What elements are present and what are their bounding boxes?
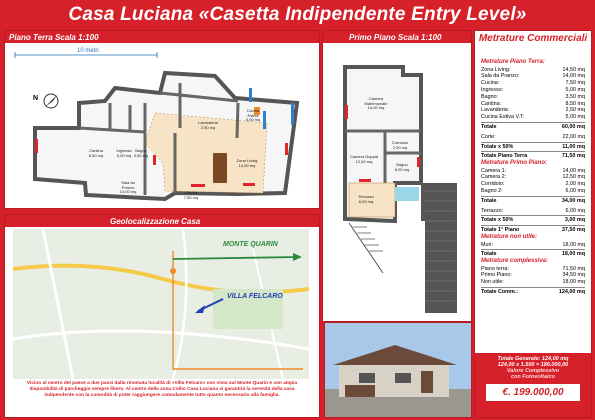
divider — [481, 249, 585, 251]
primo-piano-plan — [343, 65, 457, 313]
summary-line-4: con Fotovoltaico — [511, 374, 555, 380]
geo-description: Vicino al centro del paese a due passi d… — [26, 381, 298, 398]
section-title-muri: Metrature non utile: — [481, 234, 538, 240]
primo-piano-header: Primo Piano Scala 1:100 — [349, 33, 442, 42]
totale-comm: Totale Comm.:124,00 mq — [481, 289, 585, 295]
metrature-row: Cucina:7,50 mq — [481, 80, 585, 87]
divider — [481, 287, 585, 288]
metrature-row: Ingresso:5,00 mq — [481, 86, 585, 93]
totale-50-pp: Totale x 50%3,00 mq — [481, 217, 585, 224]
metrature-panel: Metrature Commerciali Metrature Piano Te… — [474, 30, 592, 418]
metrature-row: Cantina:8,50 mq — [481, 100, 585, 107]
price: €. 199.000,00 — [486, 384, 580, 401]
metrature-row: Non utile:18,00 mq — [481, 279, 585, 286]
metrature-row: Piano terra:71,50 mq — [481, 265, 585, 272]
metrature-row: Camera 2:12,50 mq — [481, 174, 585, 181]
summary-box: Totale Generale: 124,00 mq 124,00 x 1.50… — [475, 353, 591, 417]
totale-50-pt: Totale x 50%11,00 mq — [481, 143, 585, 150]
summary-line-3: Valore Complessivo — [506, 368, 560, 374]
geo-header: Geolocalizzazione Casa — [110, 217, 201, 226]
summary-line-1: Totale Generale: 124,00 mq — [497, 356, 569, 362]
section-title-complessiva: Metrature complessiva: — [481, 258, 549, 265]
metrature-row: Primo Piano:34,50 mq — [481, 272, 585, 279]
divider — [481, 215, 585, 217]
north-label: N — [33, 95, 39, 102]
section-title-pt: Metrature Piano Terra: — [481, 59, 545, 65]
house-photo — [324, 322, 472, 418]
metrature-row: Sala da Pranzo:14,00 mq — [481, 73, 585, 80]
metrature-header: Metrature Commerciali — [478, 33, 588, 44]
piano-terra-panel: Piano Terra Scala 1:100 — [4, 30, 320, 209]
primo-piano-panel: Primo Piano Scala 1:100 Camera Matrimoni… — [322, 30, 472, 322]
metrature-row: Lavanderia:2,50 mq — [481, 107, 585, 114]
geo-map: MONTE QUARIN VILLA FELCARO — [13, 229, 309, 379]
divider — [481, 225, 585, 227]
section-title-pp: Metrature Primo Piano: — [481, 160, 548, 167]
metrature-row: Bagno 2:6,00 mq — [481, 188, 585, 194]
scale-label: 10 metri — [77, 48, 99, 54]
page-title: Casa Luciana «Casetta Indipendente Entry… — [68, 4, 527, 25]
metrature-row: Zona Living:14,50 mq — [481, 66, 585, 73]
metrature-row: Cucina Estiva V.T:5,00 mq — [481, 114, 585, 121]
terrazzo: Terrazzo:6,00 mq — [481, 207, 585, 214]
metrature-row: Camera 1:14,00 mq — [481, 167, 585, 174]
divider — [481, 151, 585, 153]
corte: Corte:22,00 mq — [481, 133, 585, 140]
geo-panel: Geolocalizzazione Casa MONTE QUARIN VILL… — [4, 214, 320, 418]
label-monte-quarin: MONTE QUARIN — [223, 241, 278, 248]
metrature-row: Corridoio:2,00 mq — [481, 181, 585, 188]
divider — [481, 121, 585, 123]
metrature-row: Muri:18,00 mq — [481, 241, 585, 248]
label-villa-felcaro: VILLA FELCARO — [227, 293, 283, 300]
divider — [481, 141, 585, 143]
divider — [481, 195, 585, 197]
piano-terra-plan — [14, 52, 300, 202]
summary-line-2: 124,00 x 1.500 = 186.000,00 — [497, 362, 569, 368]
metrature-row: Bagno:3,50 mq — [481, 93, 585, 100]
piano-terra-header: Piano Terra Scala 1:100 — [9, 33, 99, 42]
